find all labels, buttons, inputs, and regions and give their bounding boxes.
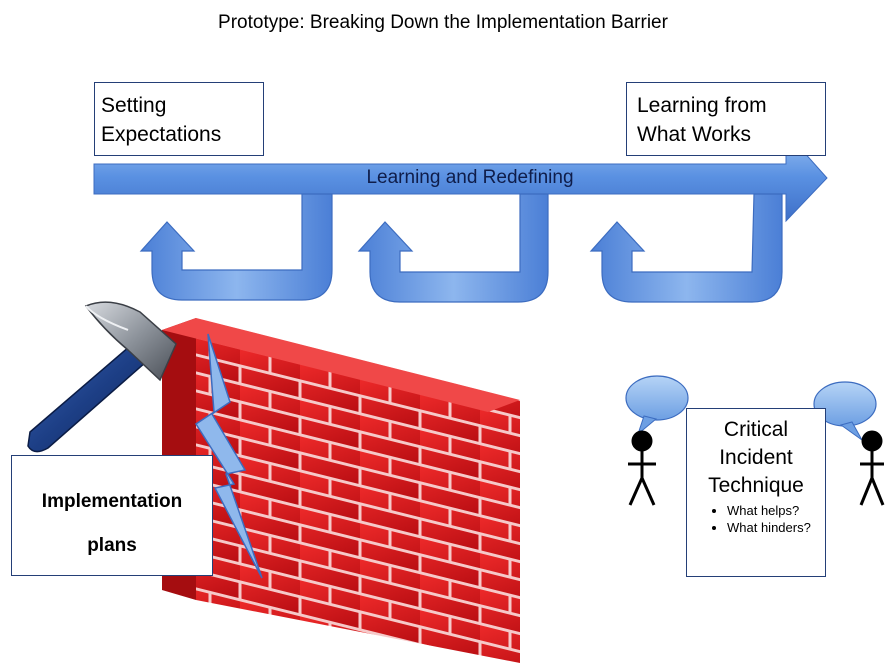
feedback-loop-2	[357, 193, 549, 303]
critical-incident-heading-line-1: Critical	[723, 418, 789, 441]
critical-incident-bullets: What helps? What hinders?	[687, 502, 825, 536]
critical-incident-box: Critical Incident Technique What helps? …	[686, 408, 826, 577]
learning-from-what-works-line-2: What Works	[637, 123, 751, 146]
main-arrow	[93, 130, 828, 223]
bullet-what-hinders: What hinders?	[727, 519, 825, 536]
implementation-plans-box: Implementation plans	[11, 455, 213, 576]
setting-expectations-line-2: Expectations	[101, 123, 222, 146]
critical-incident-heading-line-3: Technique	[708, 474, 804, 497]
speech-bubble-left	[625, 375, 689, 436]
bullet-what-helps: What helps?	[727, 502, 825, 519]
critical-incident-heading-line-2: Incident	[719, 446, 793, 469]
person-left-icon	[628, 430, 656, 506]
main-arrow-label: Learning and Redefining	[366, 167, 574, 188]
learning-from-what-works-line-1: Learning from	[637, 94, 767, 117]
feedback-loop-1	[139, 193, 333, 301]
lightning-crack	[194, 333, 263, 579]
setting-expectations-line-1: Setting	[101, 94, 167, 117]
feedback-loop-3	[589, 193, 783, 303]
page-title: Prototype: Breaking Down the Implementat…	[218, 12, 668, 33]
implementation-plans-line-2: plans	[87, 535, 137, 556]
speech-bubble-right	[813, 381, 877, 441]
setting-expectations-box: Setting Expectations	[94, 82, 264, 156]
critical-incident-heading: Critical Incident Technique	[687, 409, 825, 500]
learning-from-what-works-box: Learning from What Works	[626, 82, 826, 156]
person-right-icon	[859, 430, 885, 506]
hammer-icon	[27, 301, 177, 453]
implementation-plans-line-1: Implementation	[41, 491, 183, 512]
